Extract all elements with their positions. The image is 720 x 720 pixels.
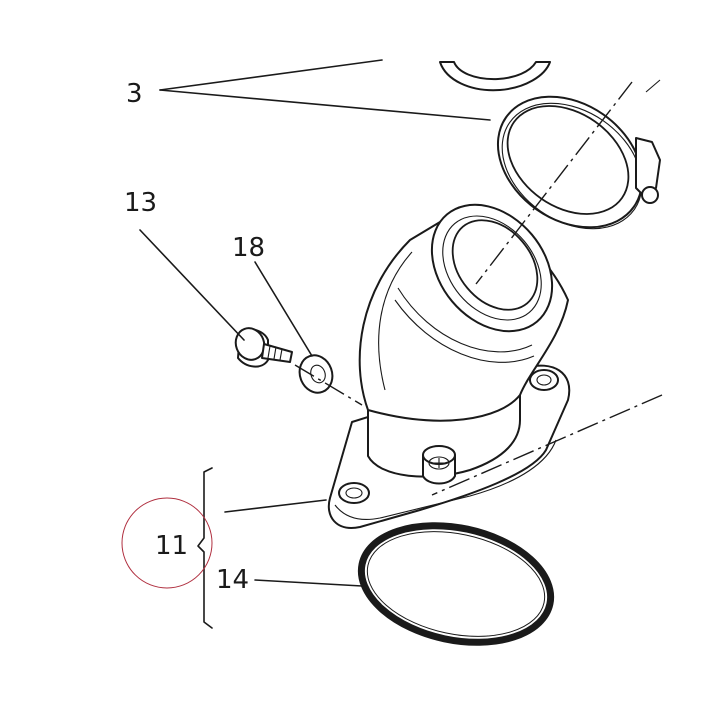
elbow-housing bbox=[327, 203, 571, 529]
washer bbox=[298, 354, 334, 394]
callout-washer: 18 bbox=[232, 233, 265, 263]
callout-screw: 13 bbox=[124, 188, 157, 218]
callout-clamp: 3 bbox=[126, 79, 143, 109]
highlight-circle bbox=[121, 497, 213, 589]
callout-oring: 14 bbox=[216, 565, 249, 595]
centre-lines bbox=[294, 79, 663, 496]
callout-assembly: 11 bbox=[155, 531, 188, 561]
hose-clamp bbox=[496, 95, 661, 230]
leader-lines bbox=[139, 59, 491, 587]
upper-hose-clamp-partial bbox=[439, 61, 551, 92]
o-ring bbox=[357, 522, 555, 646]
socket-screw bbox=[234, 327, 293, 368]
assembly-brace bbox=[197, 467, 213, 629]
